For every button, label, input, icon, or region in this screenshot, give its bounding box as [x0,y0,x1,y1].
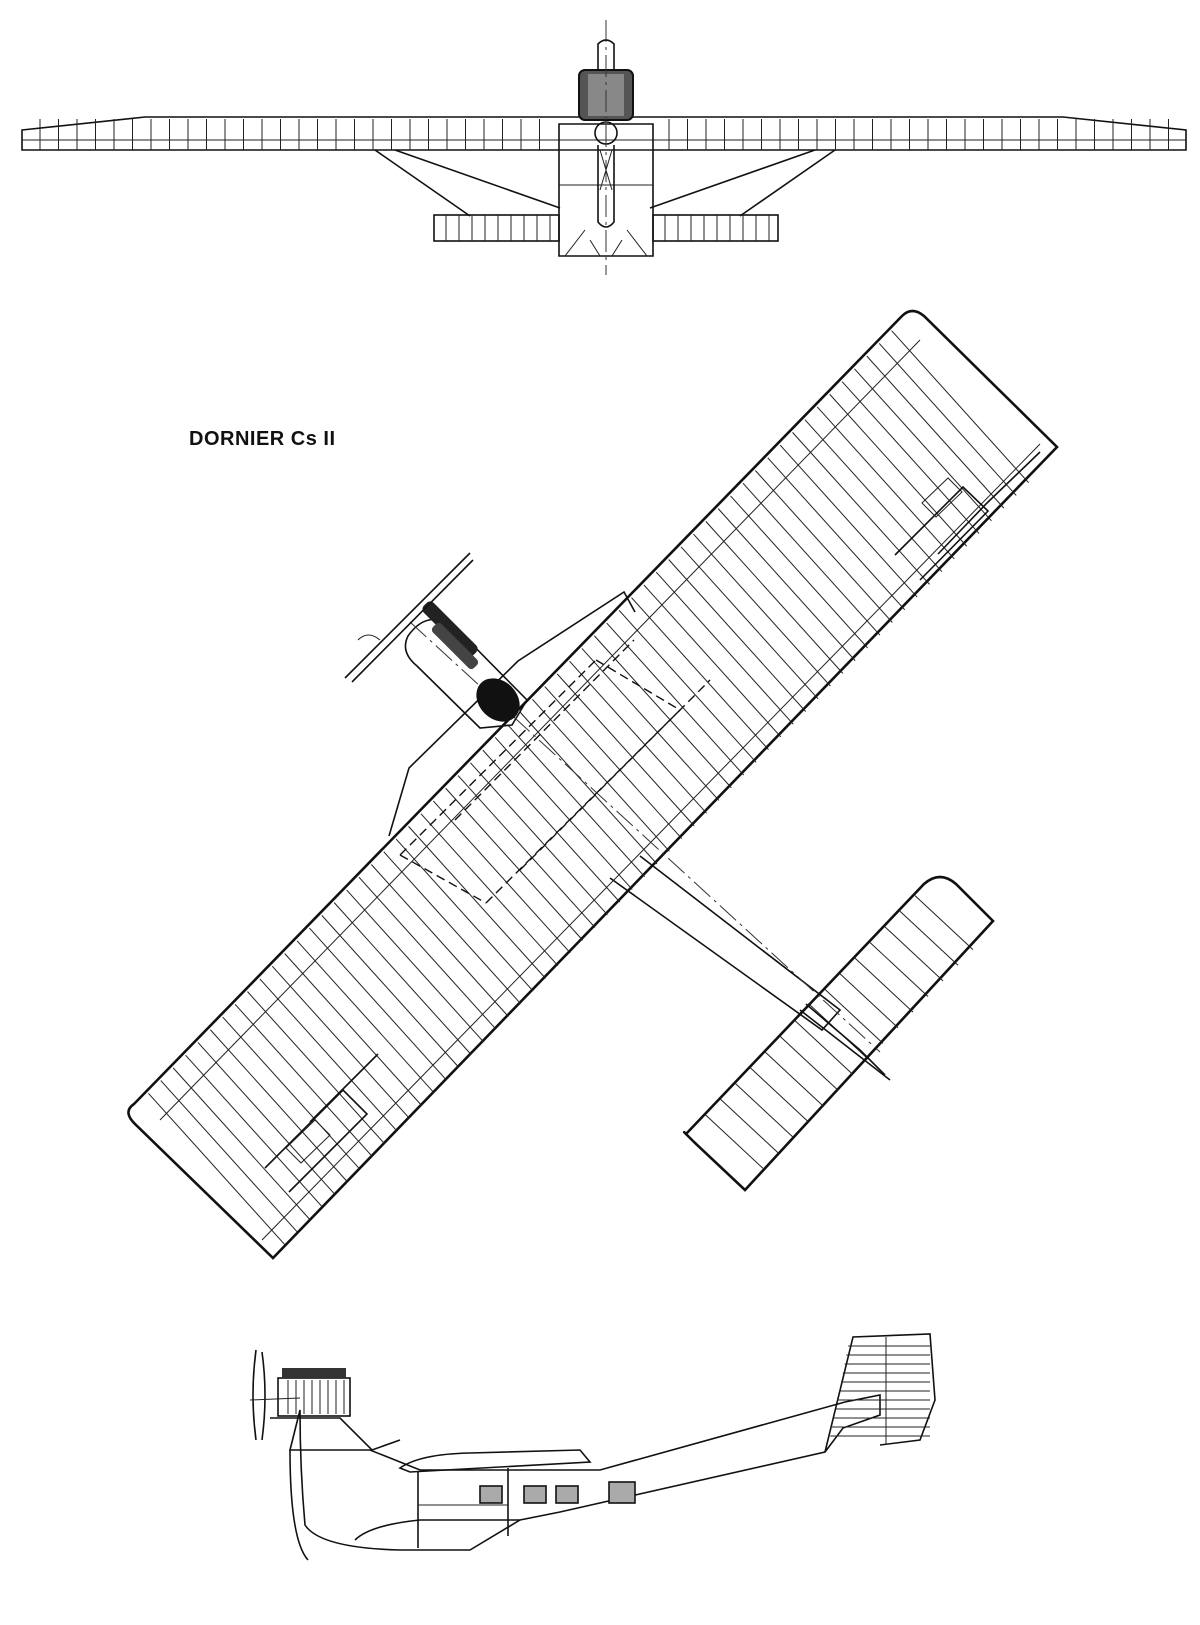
drawing-title: DORNIER Cs II [189,428,336,450]
side-engine [270,1368,401,1451]
plan-view [127,309,1059,1260]
plan-fuselage [404,618,881,1053]
plan-engine [422,601,520,722]
side-tail-fin [824,1333,936,1453]
front-view [21,20,1187,275]
front-engine [578,20,634,275]
side-propeller [249,1349,301,1441]
front-struts [374,149,836,217]
side-wing [398,1449,592,1473]
front-wing [21,116,1187,151]
plan-tailplane [682,875,995,1192]
side-windows [479,1481,636,1504]
side-view [249,1333,936,1561]
plan-center-section [388,590,711,904]
side-fuselage [288,1394,881,1561]
plan-ailerons [264,451,1041,1193]
plan-propeller [344,552,474,683]
plan-main-wing [127,309,1059,1260]
